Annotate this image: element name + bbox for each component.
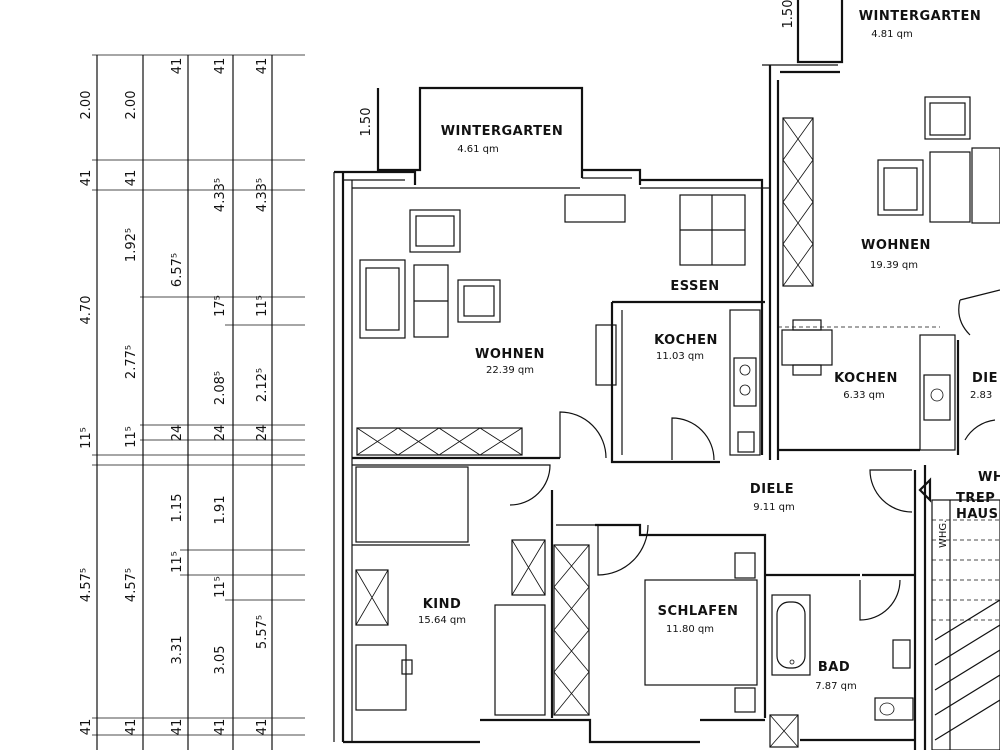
- room-name-essen: ESSEN: [670, 279, 719, 294]
- dim-label: 41: [213, 719, 228, 736]
- room-name-treppenhaus-3: HAUS: [956, 507, 998, 522]
- room-area-diele: 9.11 qm: [753, 502, 795, 513]
- dim-label: 2.77⁵: [124, 345, 139, 379]
- room-area-diele-right: 2.83: [970, 390, 992, 401]
- room-name-treppenhaus-1: WH: [978, 470, 1000, 485]
- room-labels: WINTERGARTEN 4.61 qm WINTERGARTEN 4.81 q…: [418, 9, 1000, 692]
- dim-label: 41: [170, 719, 185, 736]
- room-area-kochen-left: 11.03 qm: [656, 351, 704, 362]
- room-name-wintergarten-left: WINTERGARTEN: [441, 124, 564, 139]
- room-name-wohnen-right: WOHNEN: [861, 238, 931, 253]
- dim-label: 11⁵: [255, 295, 270, 317]
- furniture: [355, 96, 1000, 721]
- room-name-treppenhaus-2: TREP: [956, 491, 995, 506]
- room-name-wohnen-left: WOHNEN: [475, 347, 545, 362]
- room-area-wintergarten-right: 4.81 qm: [871, 29, 913, 40]
- dim-label: 2.12⁵: [255, 368, 270, 402]
- dim-label: 4.33⁵: [255, 178, 270, 212]
- room-area-wohnen-right: 19.39 qm: [870, 260, 918, 271]
- dim-label: 4.57⁵: [79, 568, 94, 602]
- room-name-bad: BAD: [818, 660, 850, 675]
- room-area-kind: 15.64 qm: [418, 615, 466, 626]
- dimension-chain: 2.00 41 4.70 11⁵ 4.57⁵ 41 2.00 41 1.92⁵ …: [79, 0, 796, 750]
- dim-label: 41: [255, 719, 270, 736]
- dim-label: 4.57⁵: [124, 568, 139, 602]
- dim-label: 17⁵: [213, 295, 228, 317]
- dim-label: 4.33⁵: [213, 178, 228, 212]
- dim-label: 1.92⁵: [124, 228, 139, 262]
- dim-label: 11⁵: [79, 427, 94, 449]
- dim-label: 5.57⁵: [255, 615, 270, 649]
- room-name-diele: DIELE: [750, 482, 794, 497]
- dim-label: 11⁵: [124, 426, 139, 448]
- dim-label: 2.08⁵: [213, 371, 228, 405]
- staircase: [918, 477, 1000, 750]
- dim-label: 41: [170, 58, 185, 75]
- dim-label: 24: [255, 425, 270, 442]
- room-name-kochen-left: KOCHEN: [654, 333, 718, 348]
- room-area-bad: 7.87 qm: [815, 681, 857, 692]
- dim-label: 24: [213, 425, 228, 442]
- room-name-wintergarten-right: WINTERGARTEN: [859, 9, 982, 24]
- dim-label: 41: [79, 170, 94, 187]
- dim-label: 3.31: [170, 636, 185, 665]
- dim-label: 1.91: [213, 496, 228, 525]
- dim-label: 24: [170, 425, 185, 442]
- dim-label: 11⁵: [170, 551, 185, 573]
- dim-label: 41: [255, 58, 270, 75]
- dim-label: 3.05: [213, 646, 228, 675]
- dim-label: 2.00: [124, 91, 139, 120]
- dim-label: 11⁵: [213, 576, 228, 598]
- dim-label: 4.70: [79, 296, 94, 325]
- dim-label: 41: [79, 719, 94, 736]
- room-area-wohnen-left: 22.39 qm: [486, 365, 534, 376]
- dim-label: 41: [124, 170, 139, 187]
- dim-label: 6.57⁵: [170, 253, 185, 287]
- dim-label: 41: [213, 58, 228, 75]
- dim-label: 2.00: [79, 91, 94, 120]
- room-area-kochen-right: 6.33 qm: [843, 390, 885, 401]
- room-area-wintergarten-left: 4.61 qm: [457, 144, 499, 155]
- room-name-kochen-right: KOCHEN: [834, 371, 898, 386]
- wardrobes: [355, 117, 814, 748]
- walls: [333, 0, 960, 750]
- whg-label: WHG.: [938, 520, 949, 548]
- dim-label: 41: [124, 719, 139, 736]
- doors: [509, 411, 996, 621]
- dim-label: 1.15: [170, 494, 185, 523]
- room-name-schlafen: SCHLAFEN: [658, 604, 739, 619]
- room-name-diele-right: DIE: [972, 371, 998, 386]
- room-area-schlafen: 11.80 qm: [666, 624, 714, 635]
- room-name-kind: KIND: [423, 597, 462, 612]
- dim-label: 1.50: [359, 108, 374, 137]
- dim-label: 1.50: [781, 0, 796, 28]
